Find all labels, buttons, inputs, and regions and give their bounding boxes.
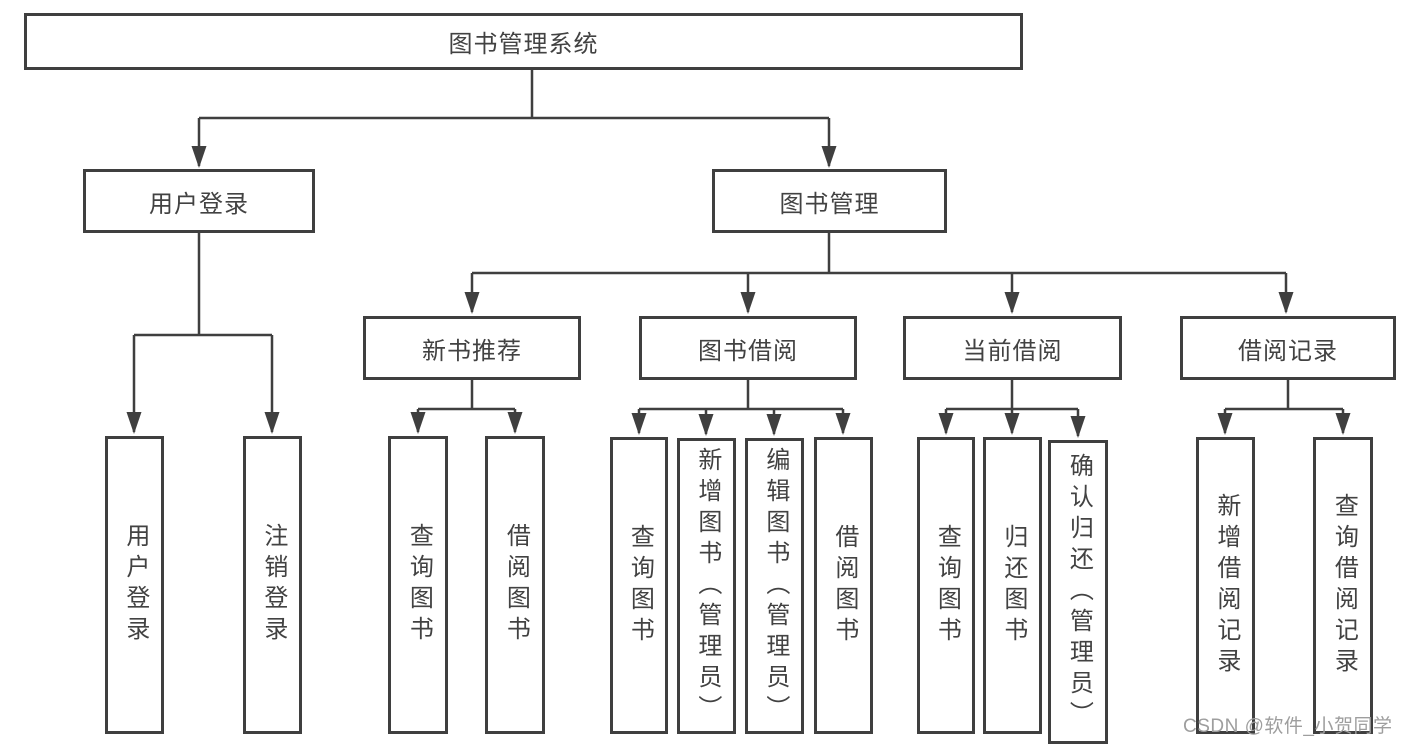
leaf-query-books-1-label: 查询图书 (405, 523, 433, 647)
leaf-borrow-books-2-label: 借阅图书 (830, 523, 858, 648)
leaf-return-book-label: 归还图书 (999, 523, 1027, 648)
connector-trunks (134, 70, 1343, 411)
leaf-edit-book-admin-label: 编辑图书（管理员） (761, 446, 789, 726)
node-current-borrow: 当前借阅 (903, 316, 1122, 380)
leaf-user-login: 用户登录 (105, 436, 164, 734)
leaf-user-login-label: 用户登录 (121, 523, 149, 647)
node-book-borrow-label: 图书借阅 (698, 337, 798, 365)
leaf-borrow-books-1-label: 借阅图书 (502, 523, 530, 647)
leaf-add-borrow-record-label: 新增借阅记录 (1212, 492, 1240, 679)
node-user-login: 用户登录 (83, 169, 315, 233)
leaf-query-books-2: 查询图书 (610, 437, 668, 734)
node-root-label: 图书管理系统 (448, 31, 599, 58)
node-book-borrow: 图书借阅 (639, 316, 857, 380)
leaf-query-books-2-label: 查询图书 (626, 523, 654, 648)
leaf-query-books-3: 查询图书 (917, 437, 975, 734)
leaf-add-book-admin: 新增图书（管理员） (677, 438, 736, 734)
leaf-add-borrow-record: 新增借阅记录 (1196, 437, 1255, 734)
leaf-logout: 注销登录 (243, 436, 302, 734)
node-new-book-recommend: 新书推荐 (363, 316, 581, 380)
node-current-borrow-label: 当前借阅 (962, 337, 1063, 365)
leaf-confirm-return-admin: 确认归还（管理员） (1048, 440, 1108, 744)
node-borrow-records-label: 借阅记录 (1238, 337, 1338, 365)
node-user-login-label: 用户登录 (149, 190, 249, 218)
node-borrow-records: 借阅记录 (1180, 316, 1396, 380)
leaf-query-books-1: 查询图书 (388, 436, 448, 734)
leaf-query-borrow-record: 查询借阅记录 (1313, 437, 1373, 734)
node-book-management: 图书管理 (712, 169, 947, 233)
leaf-return-book: 归还图书 (983, 437, 1042, 734)
leaf-add-book-admin-label: 新增图书（管理员） (693, 446, 721, 726)
leaf-edit-book-admin: 编辑图书（管理员） (745, 438, 804, 734)
leaf-borrow-books-2: 借阅图书 (814, 437, 873, 734)
node-new-book-recommend-label: 新书推荐 (422, 337, 522, 365)
leaf-logout-label: 注销登录 (259, 523, 287, 647)
leaf-query-books-3-label: 查询图书 (933, 523, 961, 648)
watermark: CSDN @软件_小贺同学 (1183, 716, 1393, 737)
leaf-confirm-return-admin-label: 确认归还（管理员） (1065, 452, 1093, 732)
leaf-query-borrow-record-label: 查询借阅记录 (1330, 492, 1358, 679)
node-root: 图书管理系统 (24, 13, 1023, 70)
node-book-management-label: 图书管理 (779, 190, 880, 218)
leaf-borrow-books-1: 借阅图书 (485, 436, 545, 734)
